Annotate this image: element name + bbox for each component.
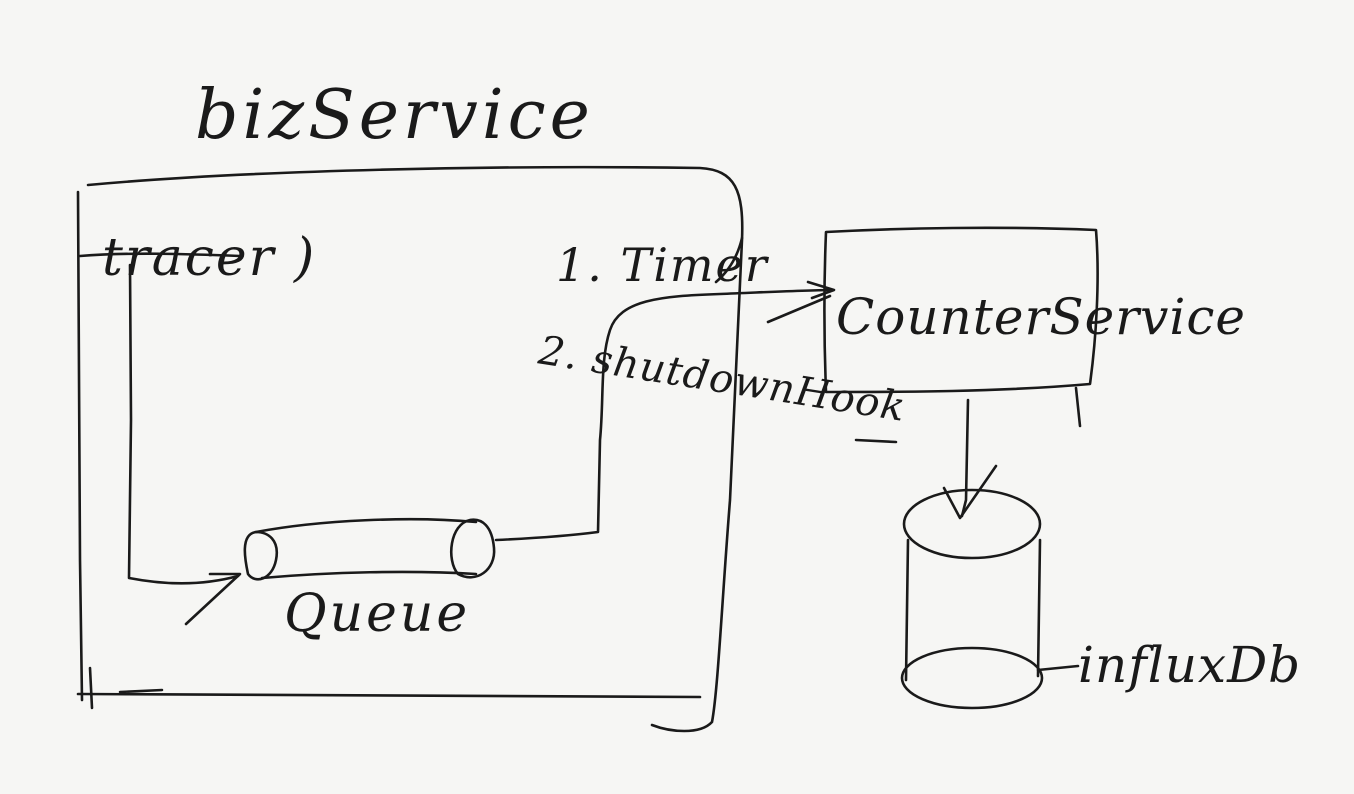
queue-to-counter-arrowhead <box>806 280 836 300</box>
counter-service-box-right-edge <box>1074 386 1082 428</box>
influx-cylinder-sides <box>904 538 1042 682</box>
queue-label: Queue <box>284 584 471 644</box>
biz-service-box-tick <box>88 666 164 710</box>
tracer-underline <box>78 252 242 258</box>
queue-cylinder-left-cap <box>243 530 279 581</box>
influx-db-label: influxDb <box>1078 636 1302 694</box>
tracer-to-queue-arrowhead <box>184 572 242 626</box>
queue-cylinder-bottom <box>260 570 478 580</box>
queue-to-counter-line <box>494 288 834 542</box>
biz-service-box-left <box>76 190 84 702</box>
counter-service-label: CounterService <box>836 288 1246 346</box>
biz-service-box-bottom <box>76 692 702 699</box>
counter-to-influx-arrowhead <box>942 464 998 520</box>
tracer-label: tracer ) <box>102 228 317 288</box>
timer-bracket <box>714 236 744 284</box>
tracer-to-queue-line <box>127 263 240 585</box>
counter-to-influx-line <box>960 398 970 518</box>
shutdown-leader-line <box>766 294 832 324</box>
influx-leader-line <box>1036 664 1080 672</box>
influx-cylinder-top <box>902 488 1042 560</box>
counter-service-box <box>823 226 1099 394</box>
timer-label: 1. Timer <box>556 238 769 292</box>
biz-service-box <box>86 165 744 733</box>
shutdown-trailing-stroke <box>854 438 898 444</box>
queue-cylinder-top <box>254 517 478 534</box>
biz-service-label: bizService <box>195 76 594 155</box>
influx-cylinder-bottom <box>900 646 1044 710</box>
queue-cylinder-right-cap <box>450 518 496 579</box>
